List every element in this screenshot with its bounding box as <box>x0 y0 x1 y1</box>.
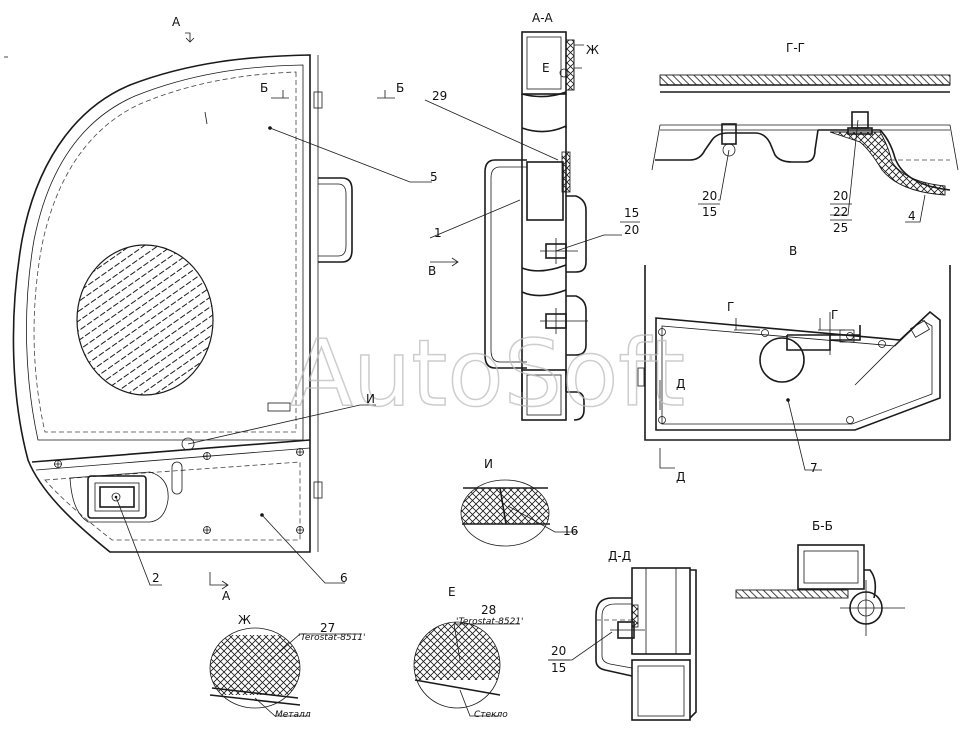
title-section-aa: А-А <box>532 11 554 25</box>
callout-1: 1 <box>434 226 442 240</box>
marker-v-arrow: В <box>428 264 436 278</box>
callout-25-gg2: 25 <box>833 221 848 235</box>
section-gg <box>651 74 959 223</box>
door-main-view <box>4 32 432 590</box>
marker-a-bottom: А <box>222 589 231 603</box>
title-view-v: В <box>789 244 797 258</box>
fastener-marks <box>54 448 304 534</box>
marker-g2: Г <box>831 308 838 322</box>
detail-e <box>413 621 520 717</box>
callout-28: 28 <box>481 603 496 617</box>
marker-b-right: Б <box>396 81 404 95</box>
callout-20-aa: 20 <box>624 223 639 237</box>
callout-20-dd: 20 <box>551 644 566 658</box>
title-section-dd: Д-Д <box>608 549 631 563</box>
marker-e: Е <box>542 61 550 75</box>
note-glass: Стекло <box>474 710 508 720</box>
callouts: 2 5 6 1 29 15 20 20 15 20 22 25 4 7 16 2… <box>152 89 916 675</box>
callout-15-dd: 15 <box>551 661 566 675</box>
notes: 'Terostat-8511' 'Terostat-8521' Металл С… <box>275 617 524 720</box>
callout-16: 16 <box>563 524 578 538</box>
title-detail-e: Е <box>448 585 456 599</box>
marker-i: И <box>366 392 375 406</box>
marker-d-bottom: Д <box>676 470 685 484</box>
callout-4: 4 <box>908 209 916 223</box>
callout-6: 6 <box>340 571 348 585</box>
title-section-bb: Б-Б <box>812 519 833 533</box>
callout-15-gg1: 15 <box>702 205 717 219</box>
marker-zh: Ж <box>586 43 599 57</box>
callout-22-gg2: 22 <box>833 205 848 219</box>
note-terostat-8511: 'Terostat-8511' <box>298 633 366 643</box>
marker-g1: Г <box>727 300 734 314</box>
section-bb <box>735 544 905 636</box>
title-detail-i: И <box>484 457 493 471</box>
section-aa <box>424 31 622 421</box>
watermark: AutoSoft <box>290 320 685 427</box>
callout-20-gg2: 20 <box>833 189 848 203</box>
title-detail-zh: Ж <box>238 613 251 627</box>
marker-d-top: Д <box>676 377 685 391</box>
view-v-fasteners <box>658 328 886 424</box>
view-v <box>637 265 951 471</box>
callout-27: 27 <box>320 621 335 635</box>
section-dd <box>548 567 697 721</box>
callout-29: 29 <box>432 89 447 103</box>
section-markers: А А Б Б Ж Е В И Г Г Д Д <box>172 15 838 603</box>
view-titles: А-А Г-Г В И Б-Б Д-Д Ж Е <box>238 11 833 627</box>
note-terostat-8521: 'Terostat-8521' <box>456 617 524 627</box>
callout-2: 2 <box>152 571 160 585</box>
note-metal: Металл <box>275 710 311 720</box>
detail-i <box>460 479 578 547</box>
title-section-gg: Г-Г <box>786 41 805 55</box>
callout-15-aa: 15 <box>624 206 639 220</box>
marker-a-top: А <box>172 15 181 29</box>
callout-20-gg1: 20 <box>702 189 717 203</box>
callout-7: 7 <box>810 461 818 475</box>
marker-b-left: Б <box>260 81 268 95</box>
detail-zh <box>209 627 362 717</box>
callout-5: 5 <box>430 170 438 184</box>
